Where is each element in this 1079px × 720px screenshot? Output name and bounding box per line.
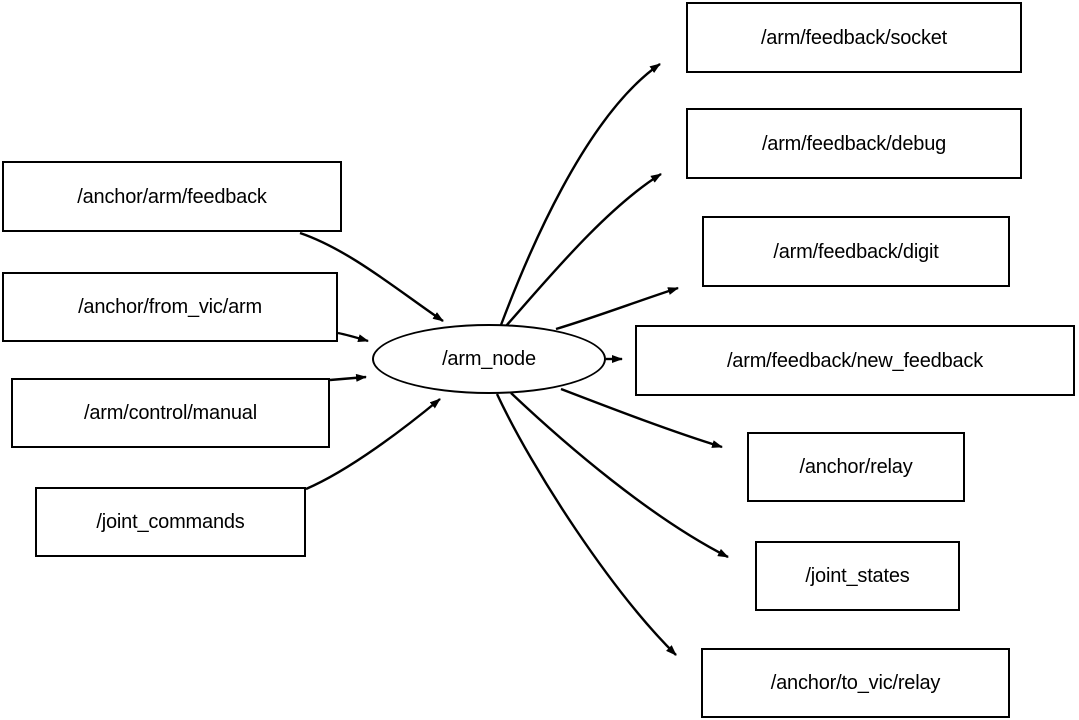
topic-node-anchor-from-vic-arm[interactable]: /anchor/from_vic/arm bbox=[2, 272, 338, 342]
topic-label: /arm/control/manual bbox=[84, 402, 257, 424]
edge-anchor-arm-feedback-to-arm-node bbox=[299, 231, 444, 322]
topic-node-arm-feedback-digit[interactable]: /arm/feedback/digit bbox=[702, 216, 1010, 287]
edge-arm-node-to-arm-feedback-socket bbox=[499, 63, 661, 326]
topic-node-arm-feedback-new-feedback[interactable]: /arm/feedback/new_feedback bbox=[635, 325, 1075, 396]
topic-node-arm-feedback-socket[interactable]: /arm/feedback/socket bbox=[686, 2, 1022, 73]
topic-label: /arm/feedback/debug bbox=[761, 132, 947, 155]
edge-arm-node-to-arm-feedback-debug bbox=[505, 172, 662, 327]
edge-arm-node-to-anchor-to-vic-relay bbox=[495, 393, 677, 656]
topic-node-arm-control-manual[interactable]: /arm/control/manual bbox=[11, 378, 330, 448]
topic-label: /joint_commands bbox=[96, 511, 245, 533]
topic-node-joint-states[interactable]: /joint_states bbox=[755, 541, 960, 611]
topic-node-arm-feedback-debug[interactable]: /arm/feedback/debug bbox=[686, 108, 1022, 179]
edge-joint-commands-to-arm-node bbox=[305, 398, 441, 491]
topic-label: /arm/feedback/socket bbox=[760, 26, 948, 49]
topic-label: /anchor/relay bbox=[799, 456, 913, 478]
node-arm-node[interactable]: /arm_node bbox=[372, 324, 606, 394]
topic-label: /arm/feedback/digit bbox=[773, 240, 939, 263]
topic-node-anchor-relay[interactable]: /anchor/relay bbox=[747, 432, 965, 502]
topic-label: /anchor/arm/feedback bbox=[77, 185, 267, 208]
edge-arm-node-to-joint-states bbox=[510, 392, 729, 559]
topic-label: /arm/feedback/new_feedback bbox=[726, 349, 984, 372]
edge-anchor-from-vic-arm-to-arm-node bbox=[337, 331, 369, 343]
topic-node-joint-commands[interactable]: /joint_commands bbox=[35, 487, 306, 557]
edge-arm-control-manual-to-arm-node bbox=[329, 373, 367, 382]
topic-node-anchor-to-vic-relay[interactable]: /anchor/to_vic/relay bbox=[701, 648, 1010, 718]
edge-arm-node-to-anchor-relay bbox=[560, 387, 723, 449]
topic-label: /anchor/from_vic/arm bbox=[78, 296, 262, 318]
topic-label: /joint_states bbox=[805, 565, 910, 587]
edge-arm-node-to-arm-feedback-digit bbox=[555, 286, 679, 331]
topic-label: /anchor/to_vic/relay bbox=[770, 672, 941, 694]
topic-node-anchor-arm-feedback[interactable]: /anchor/arm/feedback bbox=[2, 161, 342, 232]
node-label: /arm_node bbox=[442, 348, 536, 370]
